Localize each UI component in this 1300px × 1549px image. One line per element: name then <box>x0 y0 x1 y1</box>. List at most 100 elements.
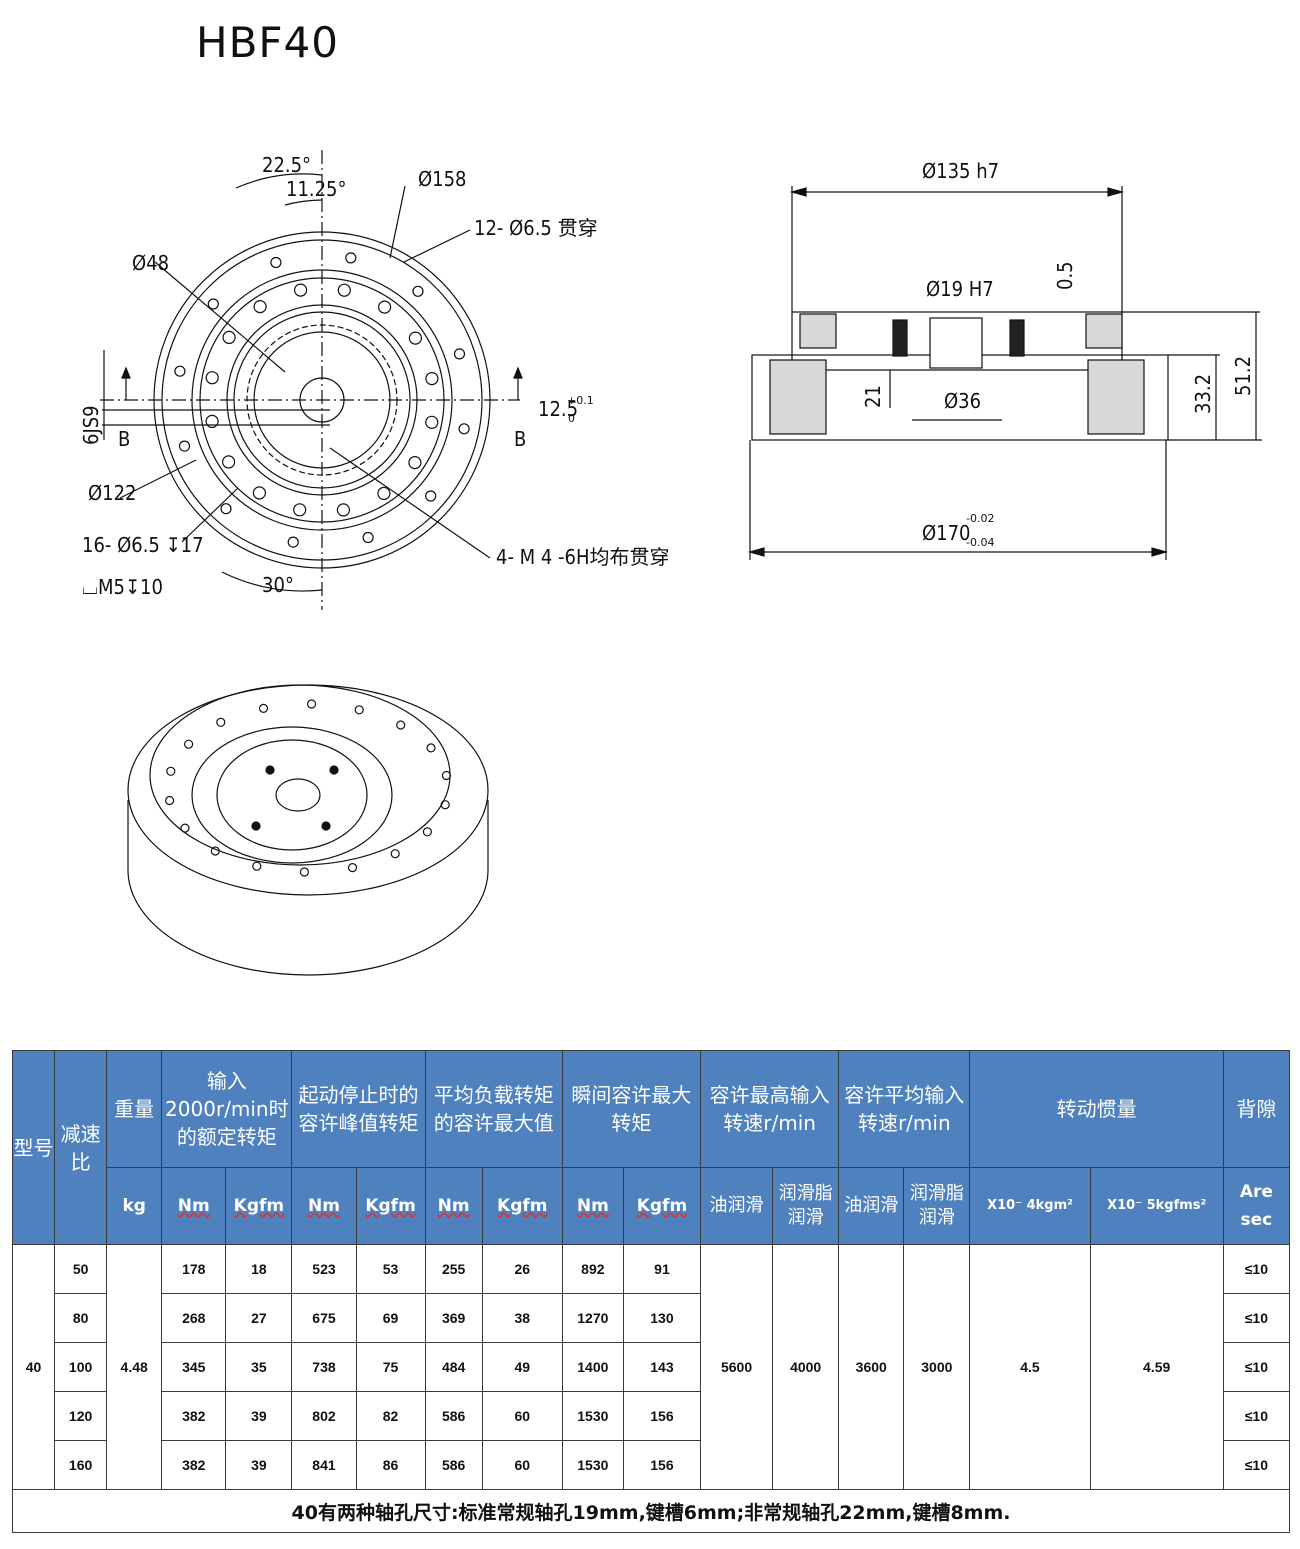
bolt-hole-icon <box>205 414 219 428</box>
rated-nm-cell: 382 <box>161 1391 227 1441</box>
bolt-hole-icon <box>390 849 400 859</box>
mom-kgfm-cell: 156 <box>622 1391 702 1441</box>
bolt-hole-icon <box>294 283 308 297</box>
bolt-hole-icon <box>422 827 432 837</box>
rated-nm-cell: 268 <box>161 1293 227 1343</box>
bolt-hole-icon <box>426 743 436 753</box>
bolt-hole-icon <box>184 739 194 749</box>
counterbore-label: ⌴M5↧10 <box>82 575 163 599</box>
bolt-hole-icon <box>270 256 282 269</box>
height-51-label: 51.2 <box>1231 356 1255 396</box>
rated-kgfm-cell: 18 <box>225 1244 293 1294</box>
offset-tol-upper: +0.1 <box>567 394 594 407</box>
bolt-hole-icon <box>210 846 220 856</box>
avg-kgfm-cell: 49 <box>481 1342 563 1392</box>
rated-nm-cell: 178 <box>161 1244 227 1294</box>
unit-grease: 润滑脂润滑 <box>903 1167 971 1245</box>
max-speed-oil-cell: 5600 <box>699 1244 774 1490</box>
bolt-hole-icon <box>287 536 299 548</box>
height-33-label: 33.2 <box>1191 374 1215 414</box>
bolt-hole-icon <box>299 867 309 877</box>
header-avg-input-speed: 容许平均输入转速r/min <box>838 1050 971 1168</box>
header-max-input-speed: 容许最高输入转速r/min <box>699 1050 840 1168</box>
bolt-hole-icon <box>425 490 437 502</box>
spec-table: 型号 减速比 重量 输入2000r/min时的额定转矩 起动停止时的容许峰值转矩… <box>11 1050 1291 1533</box>
bolt-hole-icon <box>258 703 269 714</box>
bolt-hole-icon <box>453 348 466 360</box>
gap-label: 0.5 <box>1053 261 1077 290</box>
offset-tol-lower: 0 <box>568 412 575 425</box>
rated-kgfm-cell: 39 <box>225 1391 293 1441</box>
rated-nm-cell: 382 <box>161 1440 227 1490</box>
rated-kgfm-cell: 39 <box>225 1440 293 1490</box>
backlash-cell: ≤10 <box>1222 1391 1291 1441</box>
bolt-hole-icon <box>440 800 450 810</box>
bolt-hole-icon <box>178 440 191 452</box>
unit-kgfm: Kgfm <box>355 1167 426 1245</box>
unit-nm: Nm <box>161 1167 227 1245</box>
unit-grease: 润滑脂润滑 <box>772 1167 840 1245</box>
dia-135-label: Ø135 h7 <box>922 159 999 183</box>
bolt-hole-icon <box>222 455 236 469</box>
section-view <box>747 186 1262 560</box>
peak-nm-cell: 675 <box>291 1293 357 1343</box>
mom-nm-cell: 1530 <box>561 1391 624 1441</box>
rated-nm-cell: 345 <box>161 1342 227 1392</box>
angle-22-5-label: 22.5° <box>262 153 311 177</box>
bolt-hole-icon <box>216 717 226 727</box>
avg-nm-cell: 484 <box>424 1342 483 1392</box>
avg-nm-cell: 255 <box>424 1244 483 1294</box>
max-speed-grease-cell: 4000 <box>772 1244 840 1490</box>
tapped-holes-label: 4- M 4 -6H均布贯穿 <box>496 545 670 569</box>
isometric-holes <box>165 699 451 877</box>
isometric-view <box>127 684 489 976</box>
avg-speed-grease-cell: 3000 <box>903 1244 971 1490</box>
ratio-cell: 80 <box>54 1293 108 1343</box>
avg-kgfm-cell: 26 <box>481 1244 563 1294</box>
model-cell: 40 <box>11 1244 56 1490</box>
unit-arcsec: Are sec <box>1222 1167 1291 1245</box>
bolt-hole-icon <box>377 486 391 500</box>
backlash-cell: ≤10 <box>1222 1342 1291 1392</box>
unit-oil: 油润滑 <box>838 1167 905 1245</box>
unit-kgfm: Kgfm <box>481 1167 563 1245</box>
header-model: 型号 <box>11 1050 56 1245</box>
unit-nm: Nm <box>291 1167 357 1245</box>
bolt-hole-icon <box>425 372 439 386</box>
bolt-hole-icon <box>252 486 266 500</box>
bolt-hole-icon <box>408 456 422 470</box>
inertia-kgfms2-cell: 4.59 <box>1089 1244 1224 1490</box>
section-view-labels: Ø135 h7 Ø19 H7 0.5 Ø36 21 33.2 51.2 Ø170… <box>861 159 1255 549</box>
bolt-hole-icon <box>425 415 439 429</box>
bolt-hole-icon <box>412 285 424 297</box>
angle-30-label: 30° <box>262 573 294 597</box>
bolt-hole-icon <box>408 331 422 345</box>
header-backlash: 背隙 <box>1222 1050 1291 1168</box>
bolt-hole-icon <box>347 862 358 873</box>
ratio-cell: 100 <box>54 1342 108 1392</box>
ratio-cell: 120 <box>54 1391 108 1441</box>
unit-nm: Nm <box>561 1167 624 1245</box>
header-avg-load-torque: 平均负载转矩的容许最大值 <box>424 1050 563 1168</box>
unit-kgfm: Kgfm <box>622 1167 702 1245</box>
page-title: HBF40 <box>196 18 339 67</box>
avg-speed-oil-cell: 3600 <box>838 1244 905 1490</box>
inertia-kgm2-cell: 4.5 <box>969 1244 1091 1490</box>
rated-kgfm-cell: 27 <box>225 1293 293 1343</box>
bolt-hole-icon <box>378 300 392 314</box>
header-peak-torque: 起动停止时的容许峰值转矩 <box>291 1050 426 1168</box>
bolt-hole-icon <box>307 699 317 709</box>
section-b-left-label: B <box>118 427 130 451</box>
mom-kgfm-cell: 91 <box>622 1244 702 1294</box>
bolt-hole-icon <box>345 252 357 264</box>
mom-nm-cell: 1270 <box>561 1293 624 1343</box>
offset-label: 12.5 <box>538 397 578 421</box>
outer-bolt-holes <box>174 252 470 548</box>
holes-12-label: 12- Ø6.5 贯穿 <box>474 216 598 240</box>
dia-36-label: Ø36 <box>944 389 981 413</box>
unit-inertia-kgm2: X10⁻ 4kgm² <box>969 1167 1091 1245</box>
